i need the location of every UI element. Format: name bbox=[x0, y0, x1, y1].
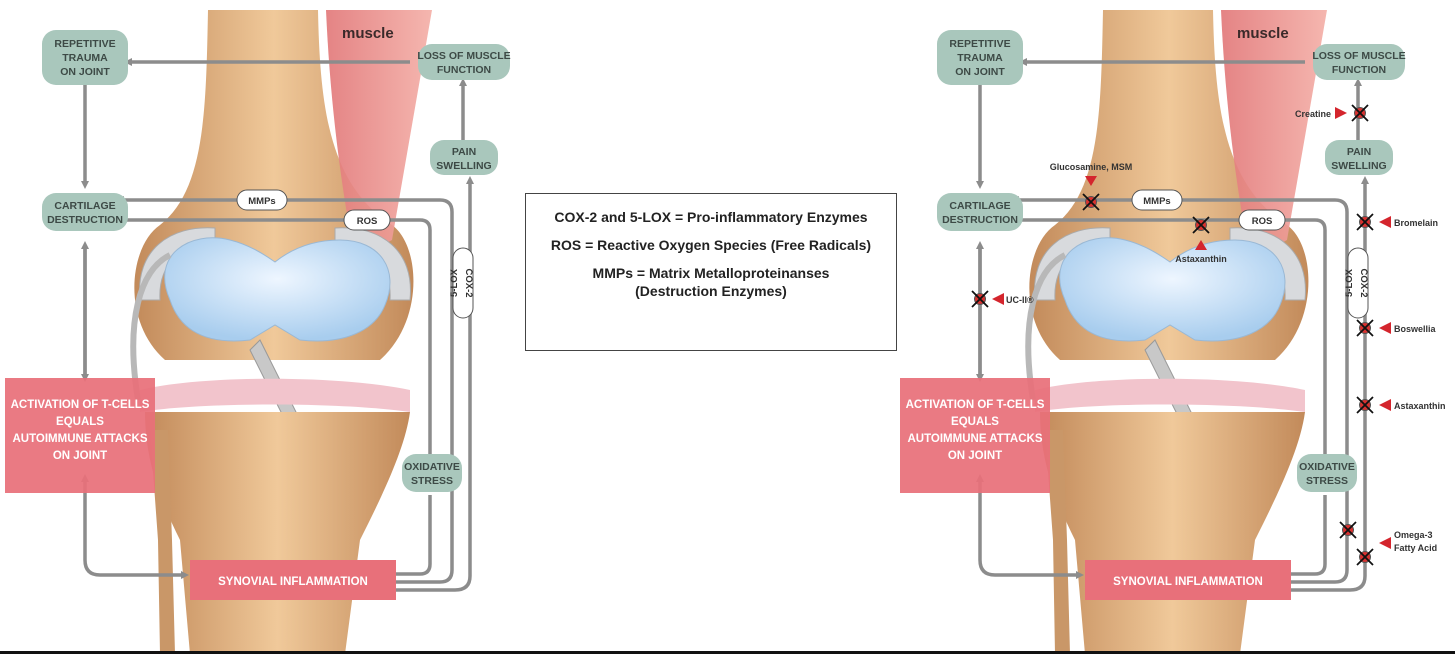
legend-box: COX-2 and 5-LOX = Pro-inflammatory Enzym… bbox=[525, 193, 897, 351]
block-astaxanthin-ros: Astaxanthin bbox=[1175, 216, 1227, 264]
patella-outline bbox=[130, 252, 172, 401]
svg-text:UC-II®: UC-II® bbox=[1006, 295, 1034, 305]
pill-mmps-r: MMPs bbox=[1131, 189, 1183, 211]
svg-text:SYNOVIAL INFLAMMATION: SYNOVIAL INFLAMMATION bbox=[1113, 576, 1263, 588]
svg-text:5-LOX: 5-LOX bbox=[1344, 268, 1355, 297]
svg-text:Creatine: Creatine bbox=[1295, 109, 1331, 119]
svg-text:ROS: ROS bbox=[1252, 216, 1273, 227]
block-creatine: Creatine bbox=[1295, 104, 1369, 122]
svg-text:SYNOVIAL INFLAMMATION: SYNOVIAL INFLAMMATION bbox=[218, 576, 368, 588]
pink-disc bbox=[140, 378, 410, 412]
svg-text:Glucosamine, MSM: Glucosamine, MSM bbox=[1050, 162, 1133, 172]
svg-text:MMPs: MMPs bbox=[1143, 196, 1170, 207]
legend-ros: ROS = Reactive Oxygen Species (Free Radi… bbox=[550, 237, 872, 253]
tibia-bone bbox=[145, 412, 410, 654]
muscle-label-r: muscle bbox=[1237, 25, 1289, 42]
svg-text:Astaxanthin: Astaxanthin bbox=[1175, 254, 1227, 264]
block-boswellia: Boswellia bbox=[1356, 319, 1437, 337]
legend-mmps: MMPs = Matrix Metalloproteinanses bbox=[592, 265, 830, 281]
svg-text:Bromelain: Bromelain bbox=[1394, 218, 1438, 228]
bottom-divider bbox=[0, 651, 1455, 654]
legend-cox-lox: COX-2 and 5-LOX = Pro-inflammatory Enzym… bbox=[554, 209, 868, 225]
svg-text:Boswellia: Boswellia bbox=[1394, 324, 1437, 334]
arrows-left bbox=[81, 58, 474, 592]
block-bromelain: Bromelain bbox=[1356, 213, 1438, 231]
knee-anatomy-right bbox=[1025, 10, 1327, 654]
cartilage-shape bbox=[164, 237, 391, 342]
svg-text:Astaxanthin: Astaxanthin bbox=[1394, 401, 1446, 411]
svg-text:COX-2: COX-2 bbox=[1358, 268, 1369, 297]
svg-text:MMPs: MMPs bbox=[248, 196, 275, 207]
block-uc2: UC-II® bbox=[971, 290, 1034, 308]
fibula-bone bbox=[150, 430, 175, 654]
muscle-shape bbox=[326, 10, 432, 260]
knee-anatomy-left bbox=[130, 10, 432, 654]
node-synovial-inflammation: SYNOVIAL INFLAMMATION bbox=[190, 560, 396, 600]
node-synovial-inflammation-r: SYNOVIAL INFLAMMATION bbox=[1085, 560, 1291, 600]
muscle-label: muscle bbox=[342, 25, 394, 42]
pill-cox-lox: COX-2 5-LOX bbox=[449, 247, 474, 319]
svg-text:ROS: ROS bbox=[357, 216, 378, 227]
block-astaxanthin-cox: Astaxanthin bbox=[1356, 396, 1446, 414]
legend-mmps-note: (Destruction Enzymes) bbox=[635, 283, 787, 299]
pill-mmps: MMPs bbox=[236, 189, 288, 211]
svg-text:COX-2: COX-2 bbox=[463, 268, 474, 297]
svg-text:5-LOX: 5-LOX bbox=[449, 268, 460, 297]
pill-ros-r: ROS bbox=[1238, 209, 1286, 231]
pill-ros: ROS bbox=[343, 209, 391, 231]
pill-cox-lox-r: COX-2 5-LOX bbox=[1344, 247, 1369, 319]
block-glucosamine: Glucosamine, MSM bbox=[1050, 162, 1133, 211]
